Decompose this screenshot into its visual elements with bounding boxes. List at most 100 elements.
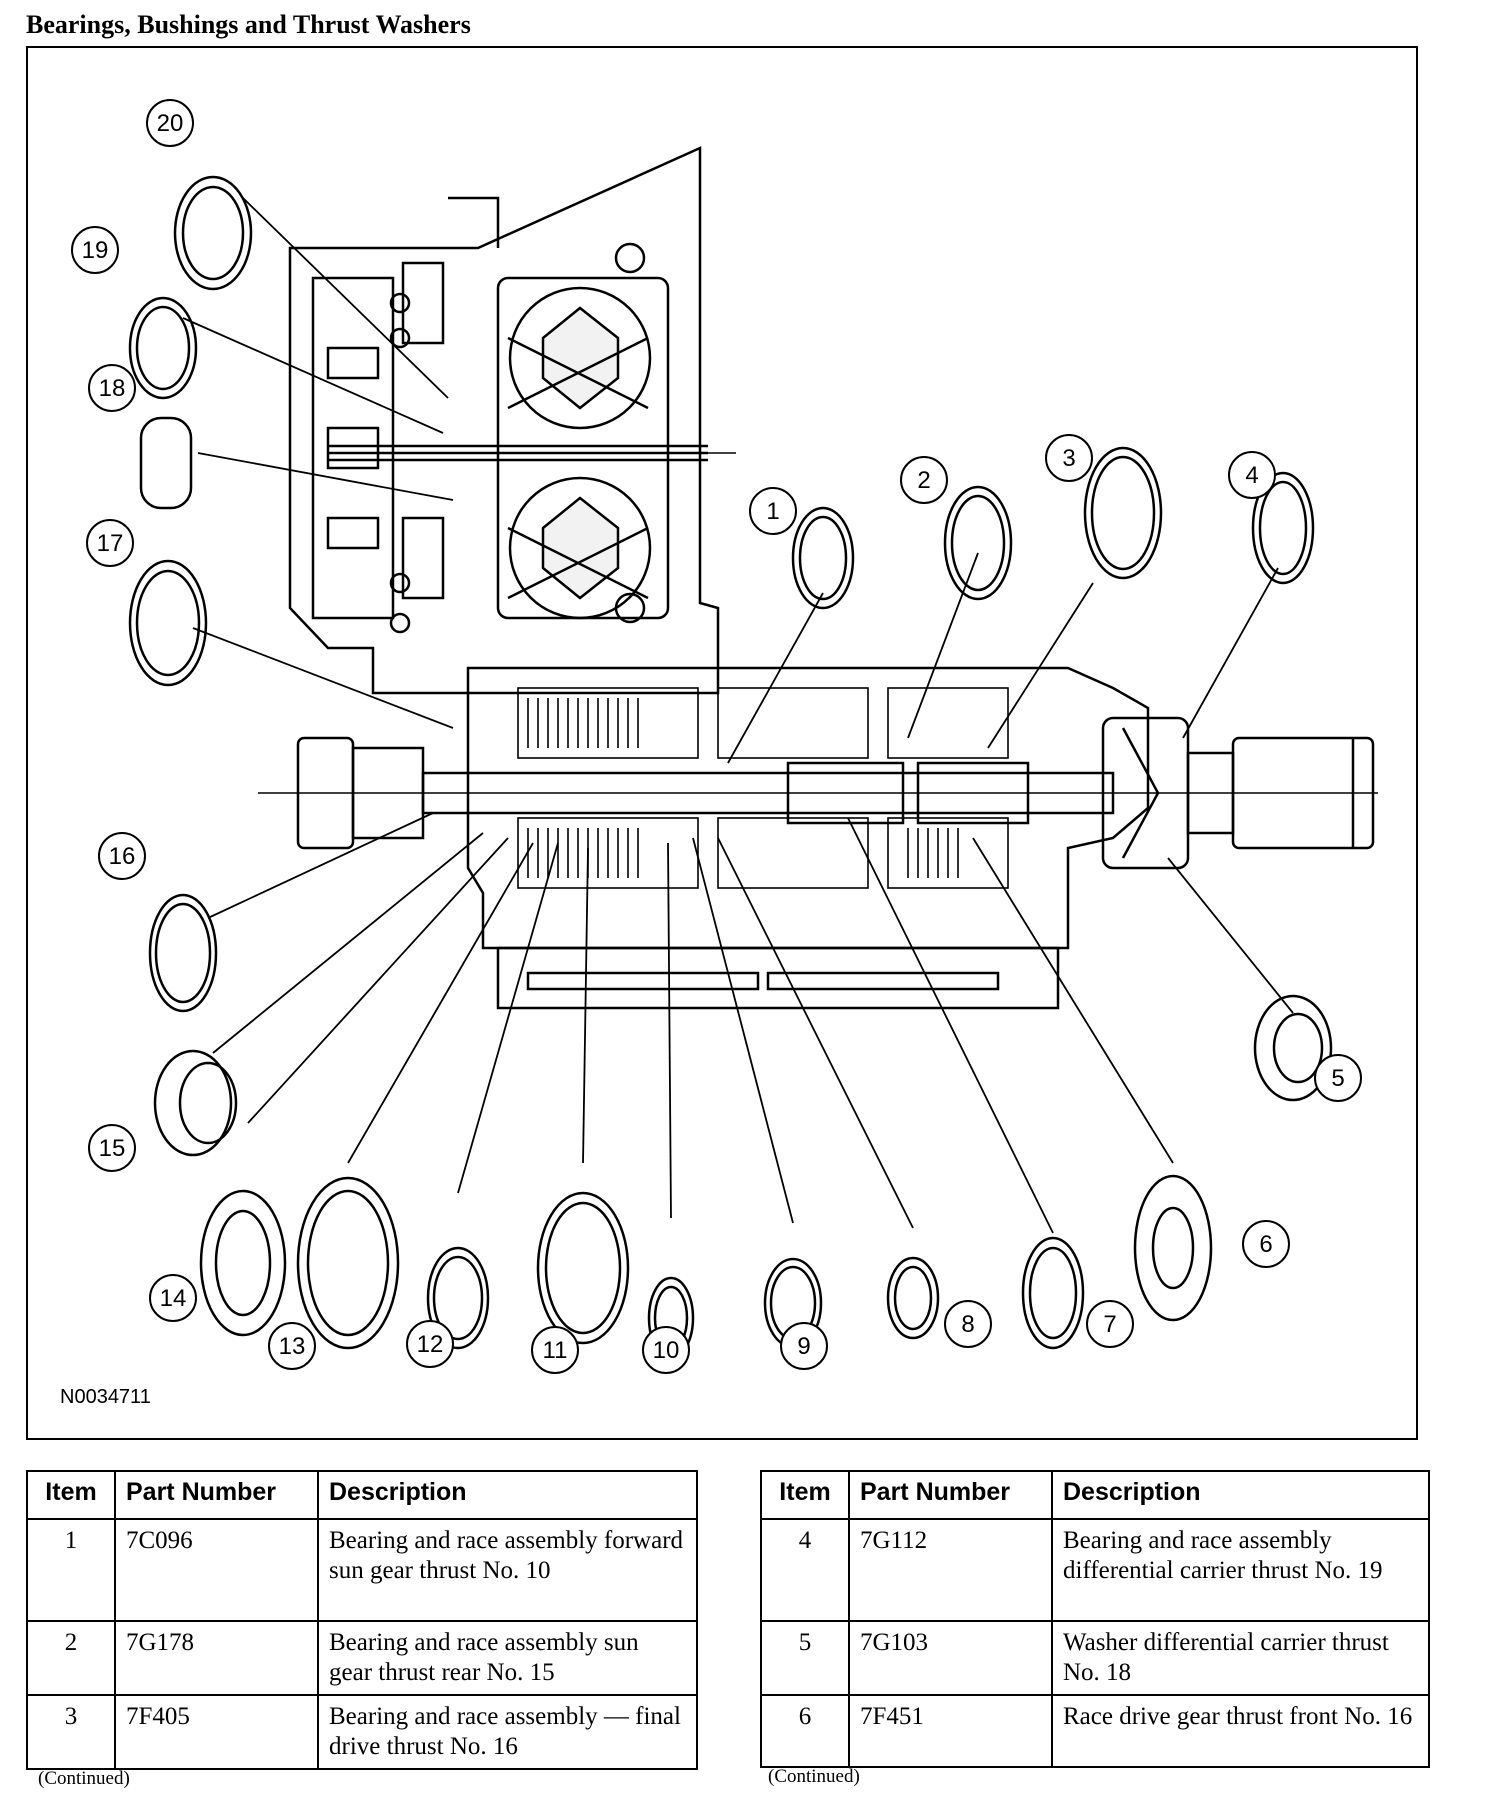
header-description: Description [1051,1470,1430,1520]
callout-4: 4 [1228,451,1276,499]
table-row: 2 7G178 Bearing and race assembly sun ge… [26,1620,698,1696]
cell-part-number: 7G112 [848,1518,1053,1622]
callout-17-label: 17 [97,530,124,557]
callout-3-label: 3 [1062,445,1075,472]
callout-6: 6 [1242,1220,1290,1268]
callout-8-label: 8 [961,1311,974,1338]
cell-description: Race drive gear thrust front No. 16 [1051,1694,1430,1768]
converter-housing-outline [288,146,720,695]
table-row: 4 7G112 Bearing and race assembly differ… [760,1518,1430,1622]
cell-description: Bearing and race assembly forward sun ge… [317,1518,698,1622]
part-2-race [943,485,1013,601]
part-14-thrust-washer [199,1189,287,1337]
leader-lines [182,197,1294,1234]
callout-16: 16 [98,832,146,880]
continued-note-left: (Continued) [38,1768,130,1789]
upper-valve-body [311,276,395,620]
cell-item: 4 [760,1518,850,1622]
part-17-washer [128,559,208,687]
callout-20-label: 20 [157,110,184,137]
callout-13: 13 [268,1322,316,1370]
cell-item: 1 [26,1518,116,1622]
callout-1-label: 1 [766,498,779,525]
callout-11-label: 11 [543,1337,568,1364]
cell-part-number: 7G103 [848,1620,1053,1696]
cell-item: 3 [26,1694,116,1770]
part-15-bearing [153,1049,233,1157]
part-3-race [1083,446,1163,580]
callout-20: 20 [146,99,194,147]
callout-2-label: 2 [917,467,930,494]
page-title: Bearings, Bushings and Thrust Washers [26,10,471,39]
callout-9-label: 9 [797,1333,810,1360]
cell-part-number: 7C096 [114,1518,319,1622]
table-header-row: Item Part Number Description [760,1470,1430,1520]
callout-4-label: 4 [1245,462,1258,489]
transmission-diagram: 20 19 18 17 16 15 14 13 12 11 10 9 8 7 6… [71,99,1378,1374]
figure-id: N0034711 [60,1386,151,1408]
callout-7: 7 [1086,1300,1134,1348]
callout-13-label: 13 [279,1333,306,1360]
callout-14-label: 14 [160,1285,187,1312]
table-row: 3 7F405 Bearing and race assembly — fina… [26,1694,698,1770]
table-row: 5 7G103 Washer differential carrier thru… [760,1620,1430,1696]
callout-16-label: 16 [109,843,136,870]
callout-11: 11 [531,1326,579,1374]
part-18-needle-bearing [139,416,193,510]
cell-part-number: 7F405 [114,1694,319,1770]
callout-7-label: 7 [1103,1311,1116,1338]
callout-12: 12 [406,1320,454,1368]
callout-3: 3 [1045,434,1093,482]
callout-1: 1 [749,487,797,535]
main-case-outline [466,666,1150,950]
parts-table-left: Item Part Number Description 1 7C096 Bea… [26,1470,698,1770]
header-item: Item [760,1470,850,1520]
cell-item: 2 [26,1620,116,1696]
header-description: Description [317,1470,698,1520]
cell-description: Bearing and race assembly — final drive … [317,1694,698,1770]
part-11-race [536,1191,630,1345]
part-4-race [1251,471,1315,585]
header-part-number: Part Number [848,1470,1053,1520]
table-row: 6 7F451 Race drive gear thrust front No.… [760,1694,1430,1768]
callout-19: 19 [71,226,119,274]
part-20-washer [173,175,253,291]
callout-8: 8 [944,1300,992,1348]
loose-parts [128,175,1333,1360]
callout-18: 18 [88,364,136,412]
exploded-diagram-figure: 20 19 18 17 16 15 14 13 12 11 10 9 8 7 6… [26,46,1418,1440]
callout-15: 15 [88,1124,136,1172]
callout-9: 9 [780,1322,828,1370]
callout-18-label: 18 [99,375,126,402]
callout-10-label: 10 [653,1337,680,1364]
callout-10: 10 [642,1326,690,1374]
part-8-race [886,1256,940,1340]
part-7-race [1021,1236,1085,1350]
table-header-row: Item Part Number Description [26,1470,698,1520]
cell-item: 6 [760,1694,850,1768]
header-item: Item [26,1470,116,1520]
cell-part-number: 7G178 [114,1620,319,1696]
table-row: 1 7C096 Bearing and race assembly forwar… [26,1518,698,1622]
header-part-number: Part Number [114,1470,319,1520]
part-13-race [296,1176,400,1350]
part-16-washer [148,893,218,1013]
cell-item: 5 [760,1620,850,1696]
cell-description: Washer differential carrier thrust No. 1… [1051,1620,1430,1696]
callout-5: 5 [1314,1054,1362,1102]
callout-17: 17 [86,519,134,567]
parts-table-right: Item Part Number Description 4 7G112 Bea… [760,1470,1430,1768]
part-1-race [791,506,855,610]
upper-pump-circle [508,286,652,430]
cell-description: Bearing and race assembly differential c… [1051,1518,1430,1622]
cell-part-number: 7F451 [848,1694,1053,1768]
callout-5-label: 5 [1331,1065,1344,1092]
lower-pump-circle [508,476,652,620]
continued-note-right: (Continued) [768,1766,860,1787]
callout-19-label: 19 [82,237,109,264]
callout-2: 2 [900,456,948,504]
part-12-race [426,1246,490,1350]
callout-6-label: 6 [1259,1231,1272,1258]
part-6-race [1133,1174,1213,1322]
cell-description: Bearing and race assembly sun gear thrus… [317,1620,698,1696]
